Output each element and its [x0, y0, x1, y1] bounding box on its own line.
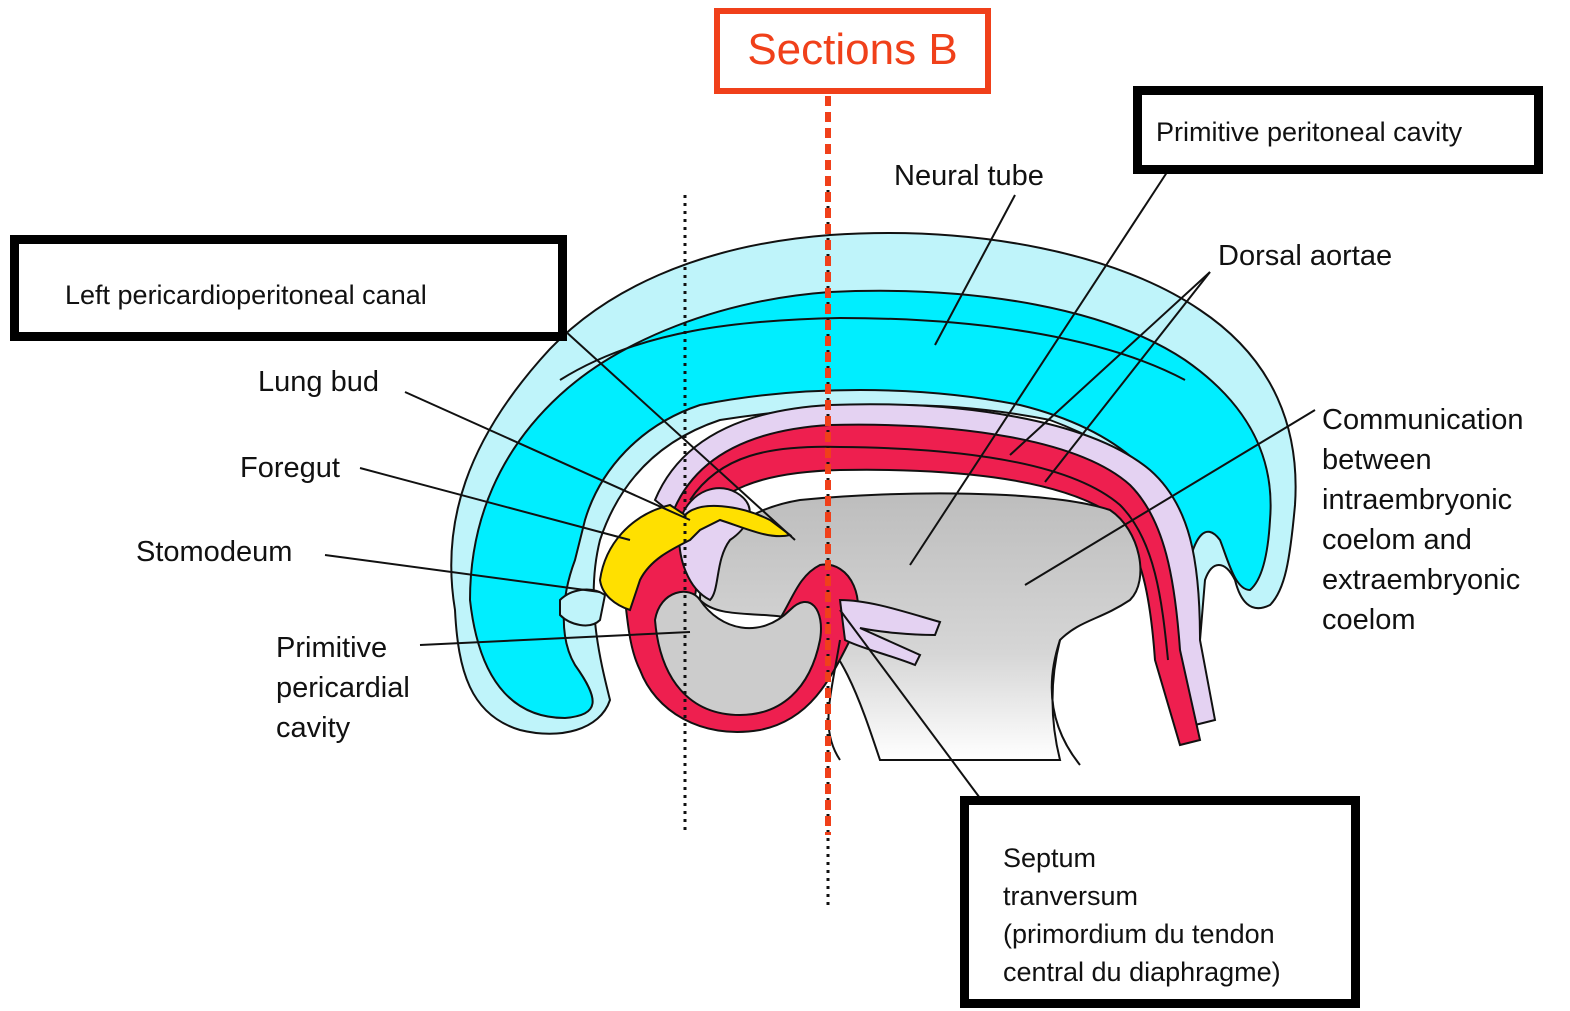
pericardial-line-3: cavity [276, 708, 410, 748]
label-communication: Communication between intraembryonic coe… [1322, 400, 1523, 640]
communication-line-4: coelom and [1322, 520, 1523, 560]
communication-line-1: Communication [1322, 400, 1523, 440]
label-neural-tube: Neural tube [894, 156, 1044, 196]
communication-line-3: intraembryonic [1322, 480, 1523, 520]
primitive-peritoneal-cavity-text: Primitive peritoneal cavity [1156, 113, 1534, 151]
stomodeum [560, 590, 605, 626]
pericardial-line-2: pericardial [276, 668, 410, 708]
communication-line-5: extraembryonic [1322, 560, 1523, 600]
label-stomodeum: Stomodeum [136, 532, 292, 572]
left-canal-text: Left pericardioperitoneal canal [65, 276, 558, 314]
label-lung-bud: Lung bud [258, 362, 379, 402]
section-b-label: Sections B [714, 8, 991, 94]
septum-line-4: central du diaphragme) [1003, 953, 1351, 991]
septum-line-1: Septum [1003, 839, 1351, 877]
pericardial-line-1: Primitive [276, 628, 410, 668]
label-dorsal-aortae: Dorsal aortae [1218, 236, 1392, 276]
box-septum-transversum: Septum tranversum (primordium du tendon … [960, 796, 1360, 1008]
label-foregut: Foregut [240, 448, 340, 488]
box-left-pericardioperitoneal-canal: Left pericardioperitoneal canal [10, 235, 567, 341]
communication-line-6: coelom [1322, 600, 1523, 640]
septum-line-3: (primordium du tendon [1003, 915, 1351, 953]
box-primitive-peritoneal-cavity: Primitive peritoneal cavity [1133, 86, 1543, 174]
septum-line-2: tranversum [1003, 877, 1351, 915]
label-primitive-pericardial-cavity: Primitive pericardial cavity [276, 628, 410, 748]
communication-line-2: between [1322, 440, 1523, 480]
